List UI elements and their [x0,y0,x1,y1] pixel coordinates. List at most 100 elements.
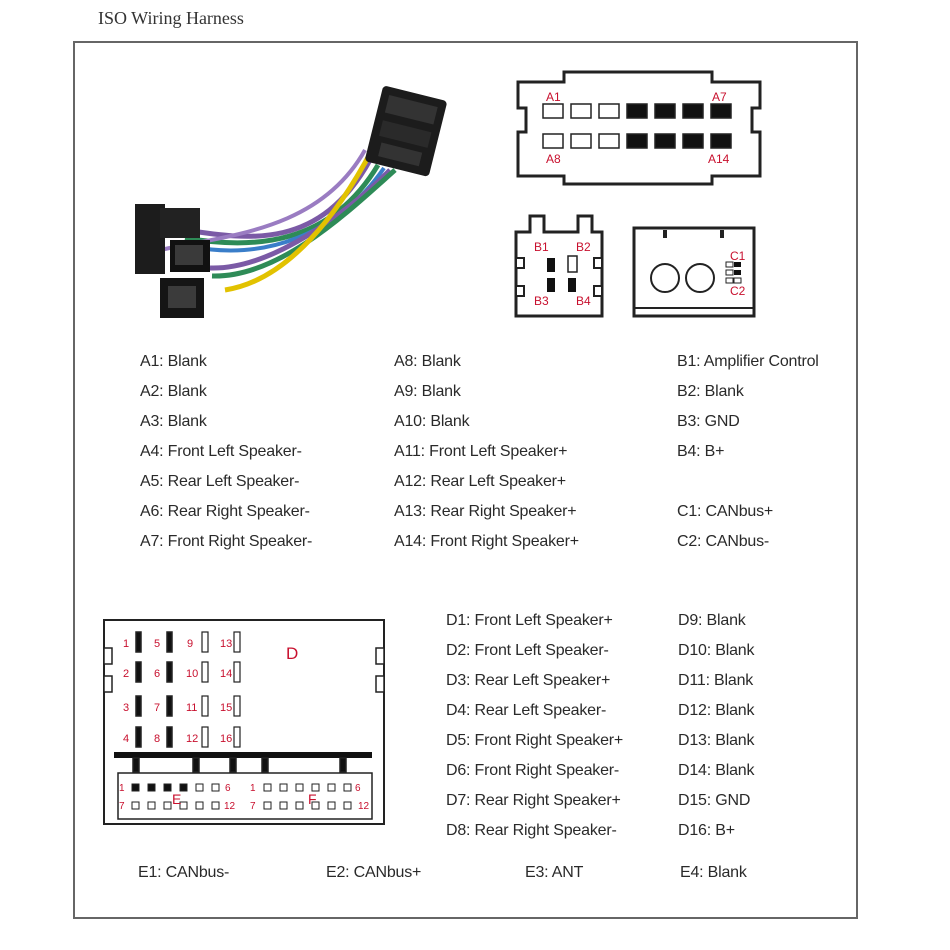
label-a7: A7 [712,90,727,104]
legend-d-right-item-1: D9: Blank [678,612,746,629]
pin-label-d13: 13 [220,638,232,650]
legend-d-left-item-7: D7: Rear Right Speaker+ [446,792,621,809]
pin-f9 [295,801,304,810]
pin-e11 [195,801,204,810]
e-pin-label-1: 1 [119,783,125,794]
pin-e3 [163,783,172,792]
pin-a7 [710,103,732,119]
pin-e9 [163,801,172,810]
pin-d1 [135,631,142,653]
legend-c-item-1: C1: CANbus+ [677,503,774,520]
harness-illustration [135,86,447,318]
legend-a-right-item-6: A13: Rear Right Speaker+ [394,503,577,520]
pin-a14 [710,133,732,149]
connector-tab-4 [261,757,269,773]
pin-b2 [567,255,578,273]
label-c1: C1 [730,249,746,263]
pin-label-d3: 3 [123,702,129,714]
pin-d11 [201,695,209,717]
pin-d15 [233,695,241,717]
label-a1: A1 [546,90,561,104]
legend-b-item-3: B3: GND [677,413,740,430]
pin-label-d14: 14 [220,668,232,680]
pin-f1 [263,783,272,792]
pin-a3 [598,103,620,119]
legend-d-left-item-6: D6: Front Right Speaker- [446,762,620,779]
pin-label-d9: 9 [187,638,193,650]
legend-d-left-item-1: D1: Front Left Speaker+ [446,612,613,629]
legend-e-item-3: E3: ANT [525,864,584,881]
pin-e5 [195,783,204,792]
pin-f3 [295,783,304,792]
legend-b-item-2: B2: Blank [677,383,744,400]
legend-d-left-item-4: D4: Rear Left Speaker- [446,702,607,719]
legend-e-item-4: E4: Blank [680,864,747,881]
pin-a13 [682,133,704,149]
f-pin-label-1: 1 [250,783,256,794]
pin-e7 [131,801,140,810]
pin-d10 [201,661,209,683]
legend-a-left-item-6: A6: Rear Right Speaker- [140,503,310,520]
connector-c: C1 C2 [632,226,756,318]
pin-a6 [682,103,704,119]
pin-a1 [542,103,564,119]
pin-f11 [327,801,336,810]
pin-label-d7: 7 [154,702,160,714]
pin-d9 [201,631,209,653]
pin-d12 [201,726,209,748]
legend-d-left-item-3: D3: Rear Left Speaker+ [446,672,611,689]
legend-d-right-item-4: D12: Blank [678,702,755,719]
label-b1: B1 [534,240,549,254]
pin-label-d10: 10 [186,668,198,680]
pin-e8 [147,801,156,810]
f-pin-label-12: 12 [358,801,370,812]
pin-f7 [263,801,272,810]
pin-f5 [327,783,336,792]
connector-b: B1 B2 B3 B4 [514,214,604,318]
connector-a: A1 A7 A8 A14 [516,70,762,186]
connector-d-letter: D [286,644,298,663]
connector-f-letter: F [308,791,317,807]
legend-d-right-item-3: D11: Blank [678,672,754,689]
pin-label-d16: 16 [220,733,232,745]
legend-c-item-2: C2: CANbus- [677,533,770,550]
legend-d-left-item-8: D8: Rear Right Speaker- [446,822,617,839]
legend-a-left-item-1: A1: Blank [140,353,207,370]
connector-tab-3 [229,757,237,773]
legend-a-right-item-7: A14: Front Right Speaker+ [394,533,579,550]
legend-e-item-2: E2: CANbus+ [326,864,422,881]
pin-d6 [166,661,173,683]
legend-a-left-item-7: A7: Front Right Speaker- [140,533,313,550]
legend-d-right-item-8: D16: B+ [678,822,735,839]
legend-a-right-item-4: A11: Front Left Speaker+ [394,443,568,460]
pin-d8 [166,726,173,748]
pin-label-d12: 12 [186,733,198,745]
connector-tab-5 [339,757,347,773]
diagram-frame [73,41,858,919]
legend-a-left-item-2: A2: Blank [140,383,207,400]
label-b4: B4 [576,294,591,308]
pin-f2 [279,783,288,792]
e-pin-label-7: 7 [119,801,125,812]
pin-a8 [542,133,564,149]
label-a8: A8 [546,152,561,166]
label-b3: B3 [534,294,549,308]
pin-label-d6: 6 [154,668,160,680]
legend-a-right-item-5: A12: Rear Left Speaker+ [394,473,566,490]
pin-d16 [233,726,241,748]
f-pin-label-7: 7 [250,801,256,812]
pin-f12 [343,801,352,810]
pin-e10 [179,801,188,810]
pin-d4 [135,726,142,748]
legend-d-right-item-6: D14: Blank [678,762,755,779]
legend-d-left-item-2: D2: Front Left Speaker- [446,642,609,659]
pin-e12 [211,801,220,810]
pin-d3 [135,695,142,717]
legend-b-item-1: B1: Amplifier Control [677,353,819,370]
legend-d-right-item-2: D10: Blank [678,642,755,659]
legend-b-item-4: B4: B+ [677,443,725,460]
pin-d13 [233,631,241,653]
legend-a-left-item-4: A4: Front Left Speaker- [140,443,302,460]
pin-a9 [570,133,592,149]
pin-f4 [311,783,320,792]
